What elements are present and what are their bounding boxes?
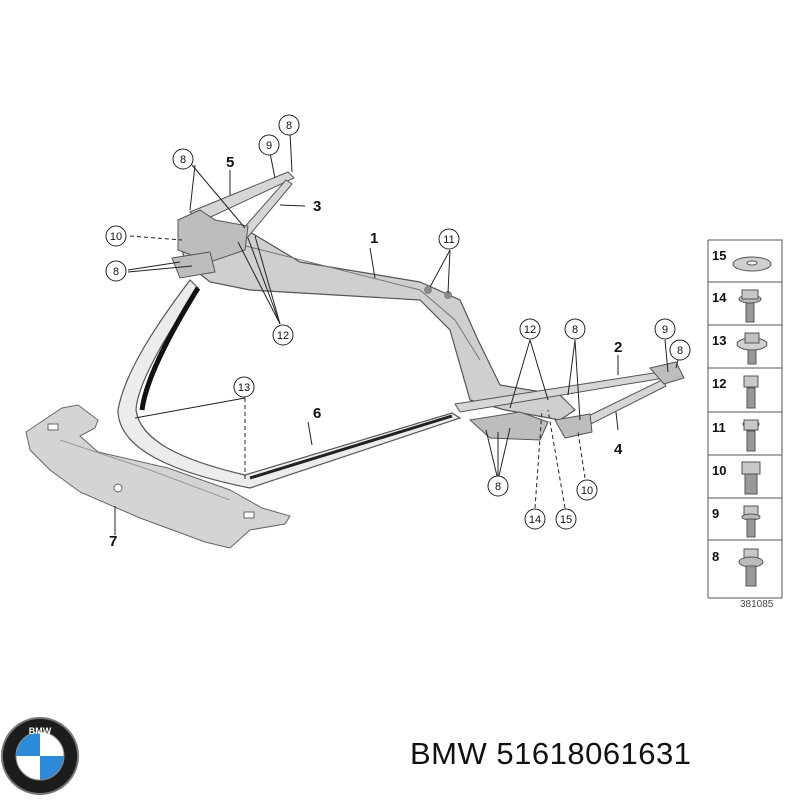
callout-8-upper-left: 8 bbox=[172, 148, 194, 170]
svg-text:8: 8 bbox=[677, 345, 683, 357]
svg-text:11: 11 bbox=[443, 234, 454, 246]
svg-text:9: 9 bbox=[662, 324, 668, 336]
svg-text:12: 12 bbox=[277, 330, 289, 342]
callout-8-right-bottom: 8 bbox=[487, 475, 509, 497]
legend-num-15: 15 bbox=[712, 248, 726, 263]
part-number-caption: BMW 51618061631 bbox=[410, 736, 692, 771]
callout-8-upper-top: 8 bbox=[278, 114, 300, 136]
hex-bolt-icon bbox=[743, 375, 759, 409]
collar-bolt-icon bbox=[738, 548, 764, 587]
callout-12-left: 12 bbox=[272, 324, 294, 346]
part-label-6: 6 bbox=[313, 405, 321, 422]
legend-num-10: 10 bbox=[712, 463, 726, 478]
callout-13-left: 13 bbox=[233, 376, 255, 398]
diagram-reference-number: 381085 bbox=[740, 599, 774, 610]
svg-text:15: 15 bbox=[560, 514, 572, 526]
torx-bolt-icon bbox=[742, 419, 760, 452]
upper-strut-part bbox=[171, 171, 295, 279]
main-frame-part bbox=[177, 225, 576, 421]
legend-num-14: 14 bbox=[712, 290, 727, 305]
hex-bolt-icon bbox=[741, 505, 761, 538]
front-panel-part bbox=[25, 404, 291, 549]
hex-collar-bolt-icon bbox=[736, 332, 768, 365]
svg-text:9: 9 bbox=[266, 140, 272, 152]
washer-icon bbox=[732, 256, 772, 272]
svg-text:12: 12 bbox=[524, 324, 536, 336]
callout-11: 11 bbox=[438, 228, 460, 250]
hex-flange-bolt-icon bbox=[738, 289, 762, 323]
callout-8-left: 8 bbox=[105, 260, 127, 282]
legend-num-11: 11 bbox=[712, 420, 726, 435]
leader-lines bbox=[114, 132, 679, 535]
svg-text:8: 8 bbox=[495, 481, 501, 493]
legend-num-13: 13 bbox=[712, 333, 726, 348]
part-label-5: 5 bbox=[226, 154, 234, 171]
callout-9-right: 9 bbox=[654, 318, 676, 340]
bmw-logo: BMW bbox=[1, 717, 79, 795]
curved-strut-part bbox=[117, 279, 462, 489]
part-label-1: 1 bbox=[370, 230, 378, 247]
svg-text:8: 8 bbox=[572, 324, 578, 336]
callout-8-right-top: 8 bbox=[564, 318, 586, 340]
legend-num-9: 9 bbox=[712, 506, 719, 521]
svg-text:14: 14 bbox=[529, 514, 541, 526]
callout-14: 14 bbox=[524, 508, 546, 530]
callout-8-far-right: 8 bbox=[669, 339, 691, 361]
legend-num-8: 8 bbox=[712, 549, 719, 564]
svg-text:8: 8 bbox=[113, 266, 119, 278]
callout-10-right: 10 bbox=[576, 479, 598, 501]
part-label-2: 2 bbox=[614, 339, 622, 356]
part-label-7: 7 bbox=[109, 533, 117, 550]
part-label-4: 4 bbox=[614, 441, 623, 458]
hex-bolt-icon bbox=[741, 461, 761, 495]
svg-text:10: 10 bbox=[581, 485, 593, 497]
part-label-3: 3 bbox=[313, 198, 321, 215]
svg-text:8: 8 bbox=[286, 120, 292, 132]
callout-9-upper: 9 bbox=[258, 134, 280, 156]
callout-10-left: 10 bbox=[105, 225, 127, 247]
legend-num-12: 12 bbox=[712, 376, 726, 391]
svg-text:10: 10 bbox=[110, 231, 122, 243]
callout-15: 15 bbox=[555, 508, 577, 530]
callout-12-right: 12 bbox=[519, 318, 541, 340]
bmw-logo-lettering: BMW bbox=[29, 726, 52, 736]
right-strut-part bbox=[454, 361, 685, 441]
svg-text:8: 8 bbox=[180, 154, 186, 166]
fastener-legend: 15 14 13 12 11 10 9 8 bbox=[707, 239, 783, 610]
svg-text:13: 13 bbox=[238, 382, 250, 394]
